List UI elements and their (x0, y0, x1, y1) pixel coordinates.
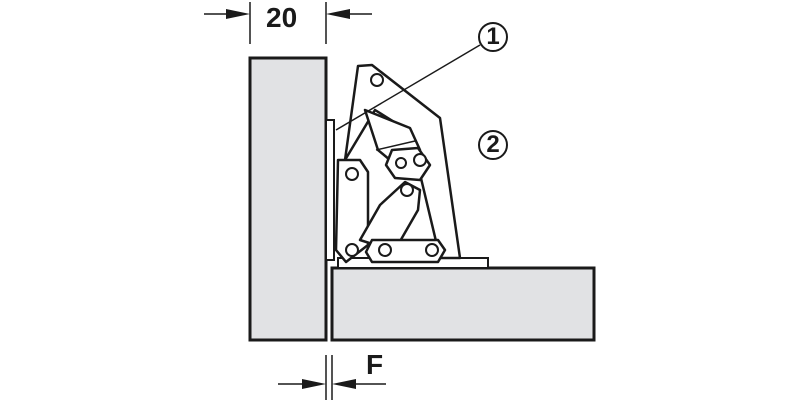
dimension-f (278, 355, 386, 400)
callout-1-leader (335, 44, 481, 131)
callout-1: 1 (478, 22, 508, 52)
dimension-20-label: 20 (266, 2, 298, 33)
side-panel (248, 56, 328, 342)
hinge-pivots (345, 73, 439, 257)
door-panel (330, 266, 596, 342)
dimension-f-label: F (366, 349, 384, 380)
dimension-20 (204, 2, 372, 44)
callout-2: 2 (478, 130, 508, 160)
